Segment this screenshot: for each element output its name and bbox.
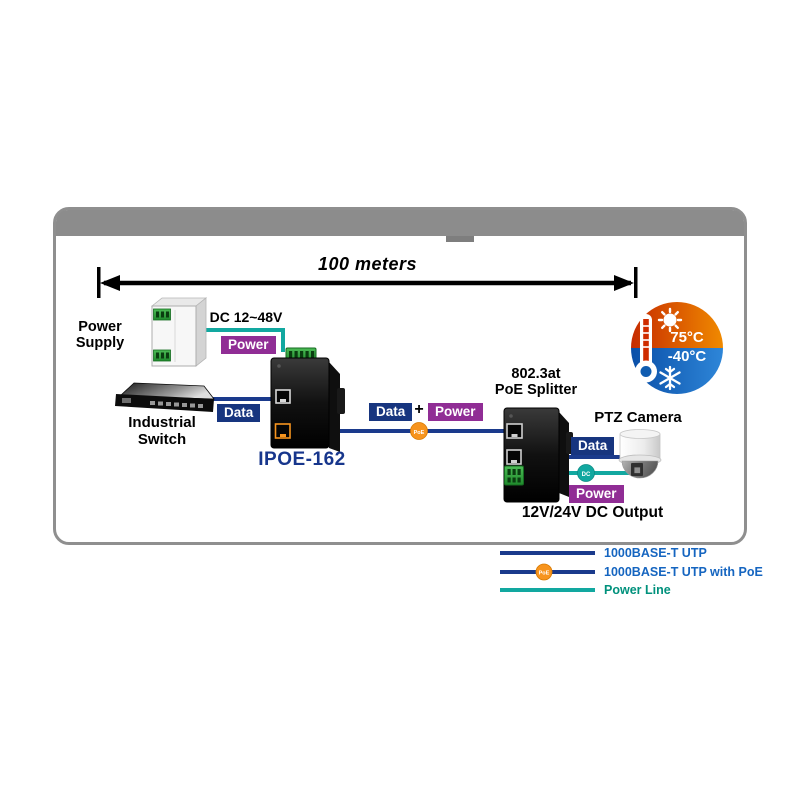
legend-line-utp-poe: PoE [500, 563, 595, 581]
rj45-port-poe [274, 423, 291, 439]
data-badge-switch: Data [217, 404, 261, 422]
power-supply-device [150, 297, 208, 367]
poe-dot-label: PoE [414, 430, 425, 436]
diagram-frame [53, 207, 747, 545]
legend-poe-dot-label: PoE [539, 571, 550, 577]
dc-output-label: 12V/24V DC Output [521, 504, 664, 521]
data-badge-camera: Data [571, 437, 615, 455]
poe-dot [410, 422, 428, 440]
power-supply-label: Power Supply [75, 319, 125, 352]
sun-icon [657, 307, 683, 333]
industrial-switch-label: Industrial Switch [128, 414, 196, 448]
dc-dot-label: DC [582, 472, 591, 478]
poe-splitter-device [503, 407, 573, 503]
legend-poe-dot [535, 563, 553, 581]
snowflake-icon [659, 365, 681, 391]
ptz-camera-device [618, 429, 662, 479]
rj45-port-splitter-data [506, 449, 522, 465]
temp-low-label: -40°C [667, 348, 707, 365]
poe-splitter-label: 802.3at PoE Splitter [494, 366, 578, 399]
dc-dot [577, 464, 595, 482]
power-badge-camera: Power [569, 485, 624, 503]
distance-arrow [97, 267, 638, 298]
legend-label-power: Power Line [604, 583, 671, 597]
dc-input-label: DC 12~48V [209, 309, 283, 325]
frame-header-bar [56, 210, 744, 236]
frame-header-notch [446, 236, 474, 242]
industrial-switch-device [115, 382, 215, 412]
thermometer-icon [635, 314, 657, 383]
distance-label: 100 meters [317, 254, 418, 274]
power-badge-mid: Power [428, 403, 483, 421]
data-badge-mid: Data [369, 403, 413, 421]
ipoe-162-label: IPOE-162 [258, 449, 346, 470]
rj45-port-splitter-in [506, 423, 523, 439]
power-line-psu [196, 328, 285, 352]
legend-label-utp: 1000BASE-T UTP [604, 546, 707, 560]
plus-sign: + [414, 401, 424, 418]
ipoe-device [270, 347, 345, 452]
power-badge-psu: Power [221, 336, 276, 354]
temp-high-label: 75°C [670, 329, 704, 346]
ptz-camera-label: PTZ Camera [594, 409, 682, 426]
legend-label-utp-poe: 1000BASE-T UTP with PoE [604, 565, 763, 579]
rj45-port-data [275, 389, 291, 404]
temperature-badge [631, 302, 723, 394]
